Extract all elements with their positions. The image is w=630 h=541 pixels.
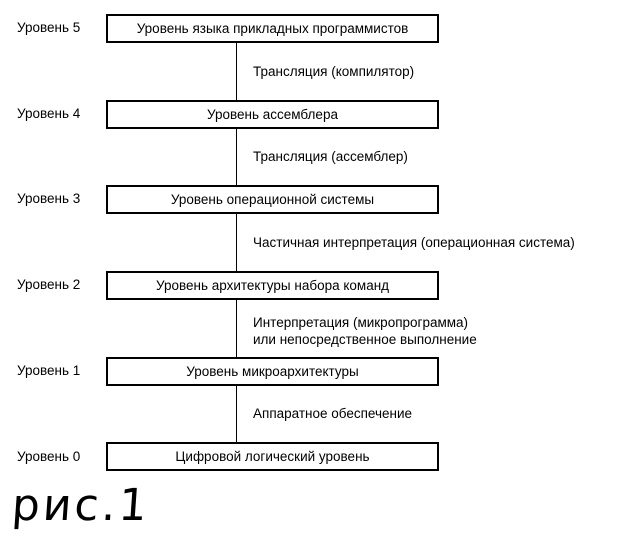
level-box-4: Уровень ассемблера [106, 100, 439, 129]
connector-line [236, 384, 237, 442]
level-box-0: Цифровой логический уровень [106, 442, 439, 471]
level-label-0: Уровень 0 [17, 449, 81, 464]
level-box-5: Уровень языка прикладных программистов [106, 14, 439, 43]
transition-label: Аппаратное обеспечение [253, 406, 413, 421]
transition-line-1: Интерпретация (микропрограмма) [253, 315, 469, 330]
connector-line [236, 127, 237, 185]
transition-label: Трансляция (ассемблер) [253, 149, 408, 164]
handwritten-caption: рис.1 [10, 480, 152, 531]
transition-line-2: или непосредственное выполнение [253, 332, 477, 347]
level-label-1: Уровень 1 [17, 363, 81, 378]
level-label-4: Уровень 4 [17, 106, 81, 121]
transition-label: Частичная интерпретация (операционная си… [253, 235, 575, 250]
connector-line [236, 298, 237, 357]
connector-line [236, 212, 237, 271]
level-box-2: Уровень архитектуры набора команд [106, 271, 439, 300]
level-label-3: Уровень 3 [17, 191, 81, 206]
connector-line [236, 41, 237, 100]
transition-label: Трансляция (компилятор) [253, 64, 415, 79]
level-box-1: Уровень микроархитектуры [106, 357, 439, 386]
transition-label: Интерпретация (микропрограмма) или непос… [253, 314, 477, 348]
level-label-5: Уровень 5 [17, 20, 81, 35]
level-label-2: Уровень 2 [17, 277, 81, 292]
level-box-3: Уровень операционной системы [106, 185, 439, 214]
